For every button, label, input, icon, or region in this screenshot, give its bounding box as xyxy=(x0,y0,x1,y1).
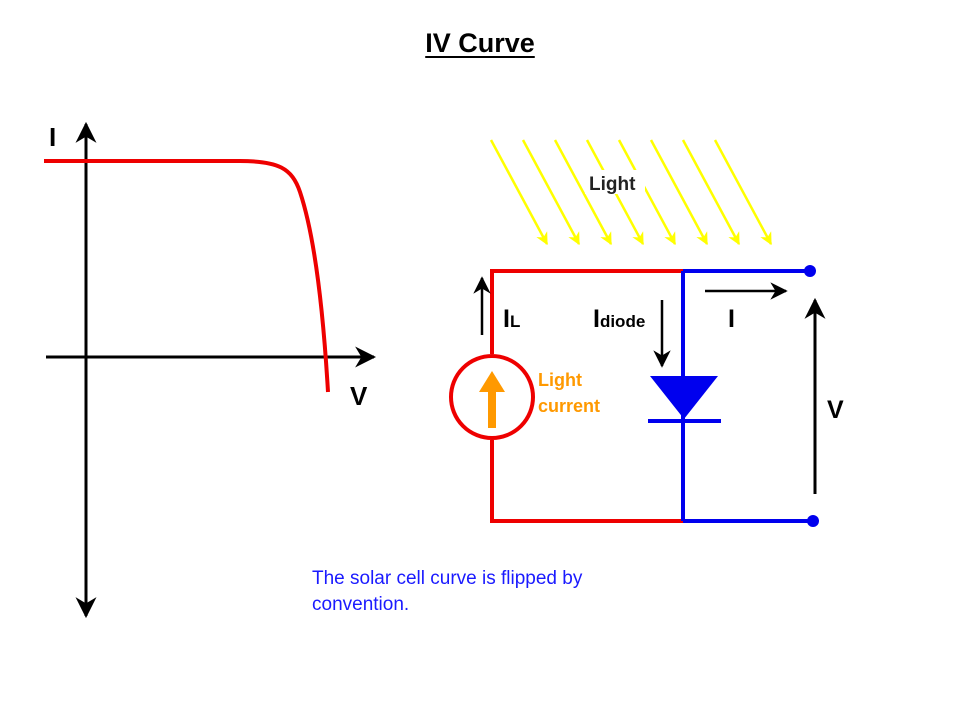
diode-icon xyxy=(648,376,721,423)
current-source-icon xyxy=(449,354,535,440)
y-axis-label: I xyxy=(49,122,56,152)
light-ray xyxy=(713,139,773,246)
wire-red-bottom xyxy=(490,440,683,523)
il-label: IL xyxy=(503,305,520,333)
output-current-label: I xyxy=(728,305,735,333)
terminal-top xyxy=(804,265,816,277)
light-current-label-line2: current xyxy=(538,396,600,416)
light-ray xyxy=(649,139,709,246)
light-ray xyxy=(489,139,549,246)
light-label: Light xyxy=(589,174,636,195)
iv-curve xyxy=(44,159,330,393)
page-title: IV Curve xyxy=(425,28,535,58)
caption: The solar cell curve is flipped by conve… xyxy=(312,568,583,615)
circuit: IL Idiode I V Light current xyxy=(449,265,844,527)
terminal-bottom xyxy=(807,515,819,527)
light-ray xyxy=(681,139,741,246)
light-ray xyxy=(617,139,677,246)
x-axis-label: V xyxy=(350,381,368,411)
wire-red-top xyxy=(490,269,683,354)
voltage-label: V xyxy=(827,396,844,424)
iv-graph: I V xyxy=(44,121,377,619)
light-label-bg xyxy=(585,170,645,194)
light-rays xyxy=(489,139,773,246)
light-ray xyxy=(521,139,581,246)
light-current-label-line1: Light xyxy=(538,370,582,390)
idiode-label: Idiode xyxy=(593,305,645,333)
light-ray xyxy=(553,139,613,246)
